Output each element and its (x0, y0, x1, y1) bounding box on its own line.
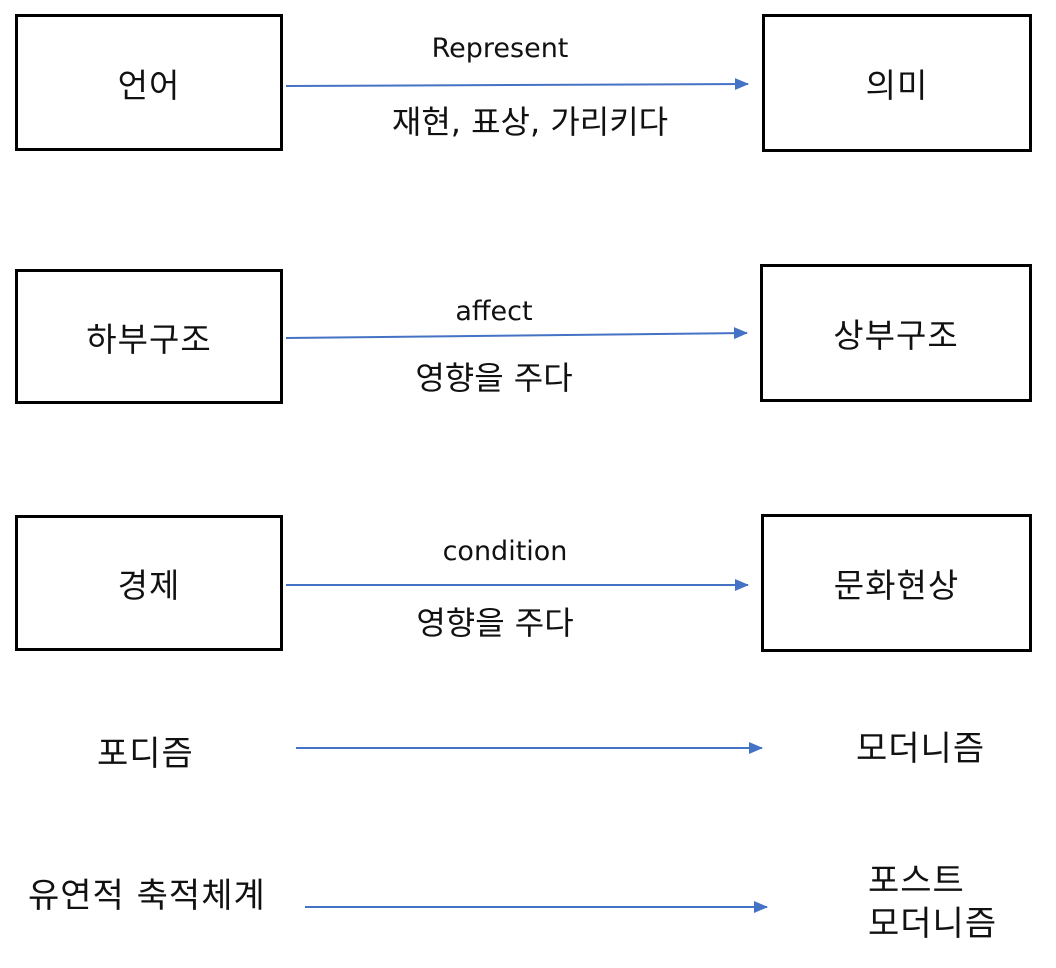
box-cultural-phenomenon-label: 문화현상 (833, 566, 960, 605)
box-infrastructure-label: 하부구조 (86, 319, 212, 359)
text-flexible-accumulation: 유연적 축적체계 (28, 876, 266, 916)
text-fordism: 포디즘 (97, 734, 194, 774)
arrow-affect-icon (285, 327, 748, 340)
arrow-label-condition: condition (442, 536, 568, 567)
box-cultural-phenomenon: 문화현상 (761, 514, 1032, 652)
box-meaning: 의미 (762, 14, 1032, 152)
text-modernism: 모더니즘 (856, 729, 986, 769)
box-language: 언어 (15, 14, 283, 151)
arrow-label-affect: affect (455, 296, 533, 327)
box-meaning-label: 의미 (865, 66, 929, 105)
arrow-label-affect-korean: 영향을 주다 (415, 359, 573, 397)
text-postmodernism-line1: 포스트 (868, 861, 965, 901)
text-postmodernism-line2: 모더니즘 (868, 904, 998, 944)
arrow-label-represent-korean: 재현, 표상, 가리키다 (391, 103, 669, 141)
arrow-label-represent: Represent (431, 33, 569, 64)
arrow-represent-icon (285, 78, 749, 91)
box-superstructure-label: 상부구조 (833, 316, 959, 355)
box-economy-label: 경제 (117, 566, 181, 605)
text-postmodernism: 포스트 모더니즘 (868, 860, 997, 946)
arrow-label-condition-korean: 영향을 주다 (416, 604, 574, 642)
box-language-label: 언어 (117, 65, 181, 105)
box-superstructure: 상부구조 (760, 264, 1032, 402)
box-economy: 경제 (15, 515, 283, 651)
box-infrastructure: 하부구조 (15, 269, 283, 404)
